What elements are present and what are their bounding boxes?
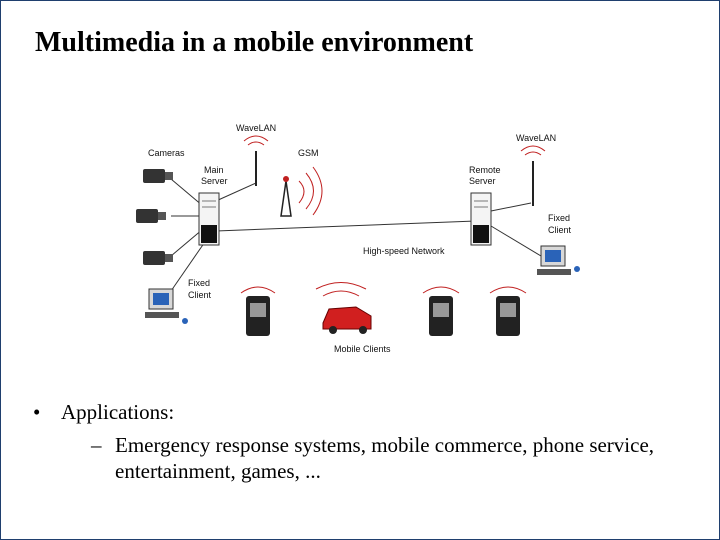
camera-link-3 (170, 228, 204, 257)
wavelan-left-link (215, 182, 257, 202)
high-speed-network-label: High-speed Network (363, 246, 445, 256)
fixed-client-right-link (490, 225, 542, 257)
high-speed-link (215, 220, 477, 232)
fixed-client-right-label-line1: Fixed (548, 213, 570, 223)
slide-title: Multimedia in a mobile environment (35, 27, 474, 58)
fixed-client-right-label-line2: Client (548, 225, 572, 235)
wavelan-right-label: WaveLAN (516, 133, 556, 143)
remote-server-label-line2: Server (469, 176, 496, 186)
camera-icon (136, 209, 166, 223)
camera-icon (143, 251, 173, 265)
network-diagram: WaveLAN Cameras Main Server GSM WaveLAN … (131, 111, 601, 361)
gsm-label: GSM (298, 148, 319, 158)
sub-bullet-marker: – (91, 433, 102, 457)
main-server-label-line2: Server (201, 176, 228, 186)
desktop-computer-icon (145, 288, 188, 324)
desktop-computer-icon (537, 245, 580, 275)
camera-link-1 (170, 178, 204, 207)
mobile-clients-label: Mobile Clients (334, 344, 391, 354)
mobile-device-icon (240, 286, 276, 336)
sub-bullet-text: Emergency response systems, mobile comme… (115, 433, 655, 483)
cameras-label: Cameras (148, 148, 185, 158)
sub-bullet-item: – Emergency response systems, mobile com… (33, 432, 693, 484)
main-server-label-line1: Main (204, 165, 224, 175)
wavelan-right-link (490, 202, 532, 212)
cell-tower-icon (280, 166, 323, 217)
wavelan-left-label: WaveLAN (236, 123, 276, 133)
bullet-text: Applications: (61, 400, 175, 424)
fixed-client-left-label-line2: Client (188, 290, 212, 300)
fixed-client-left-label-line1: Fixed (188, 278, 210, 288)
bullet-marker: • (33, 400, 41, 424)
antenna-icon (520, 145, 546, 206)
network-diagram-svg: WaveLAN Cameras Main Server GSM WaveLAN … (136, 123, 580, 354)
remote-server-label-line1: Remote (469, 165, 501, 175)
camera-icon (143, 169, 173, 183)
mobile-device-icon (489, 286, 527, 336)
bullet-item: • Applications: (33, 398, 693, 426)
antenna-icon (243, 135, 269, 186)
bullet-list: • Applications: – Emergency response sys… (33, 398, 693, 484)
server-icon (198, 192, 220, 246)
car-icon (315, 282, 372, 334)
server-icon (470, 192, 492, 246)
mobile-device-icon (422, 286, 460, 336)
